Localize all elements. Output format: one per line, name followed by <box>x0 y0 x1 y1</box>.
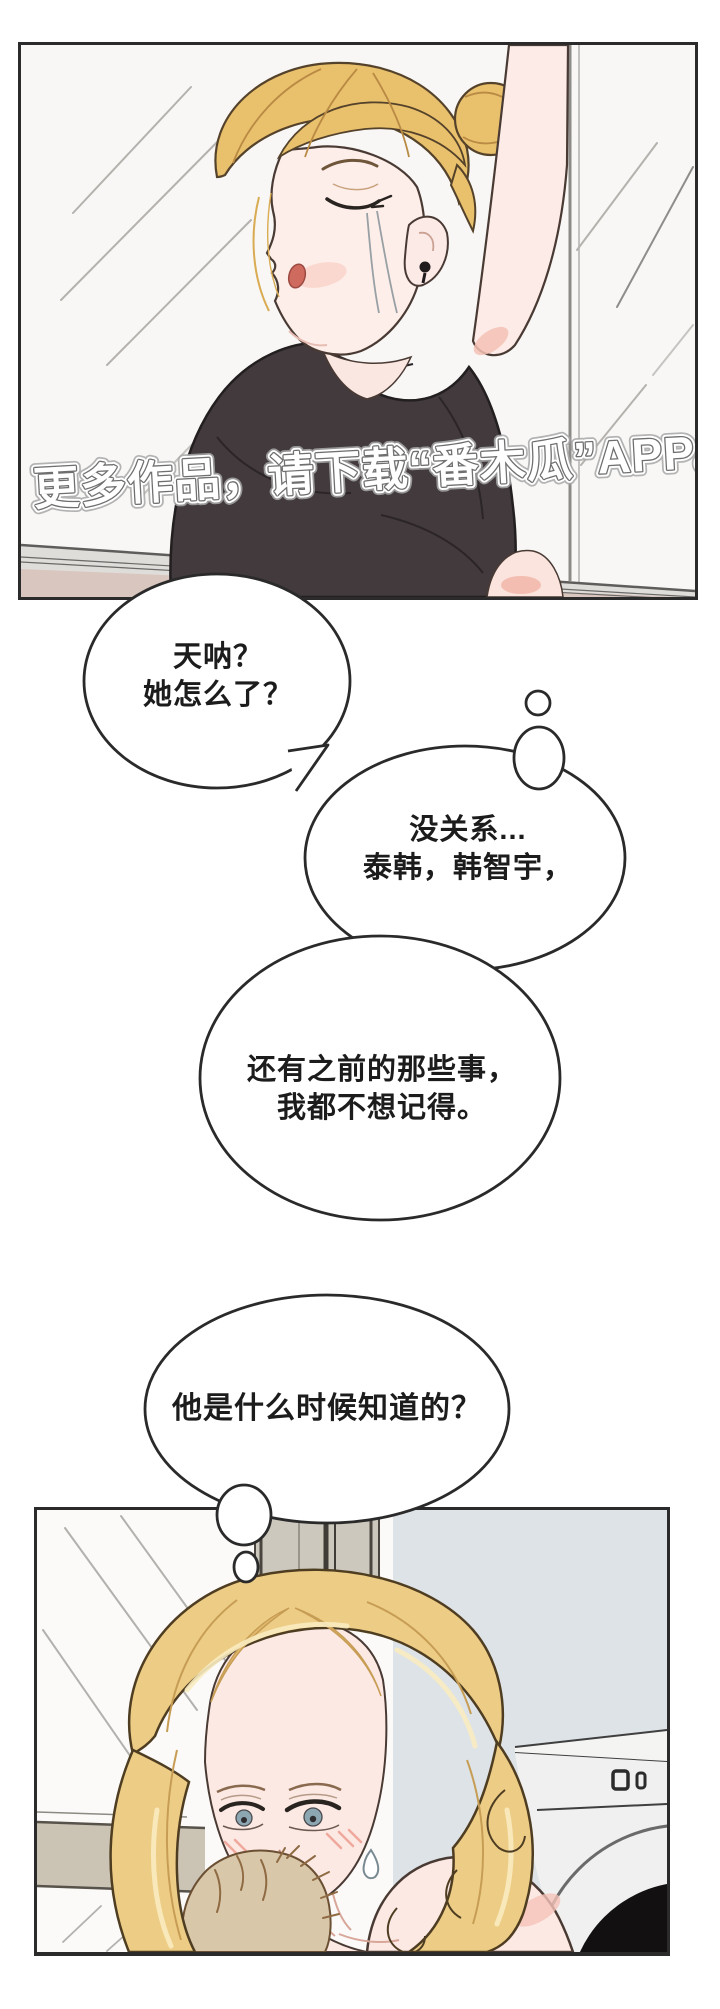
closed-eye <box>325 197 381 210</box>
thought-trail-circle-small <box>524 689 552 717</box>
thought-bubble-1-text: 没关系... 泰韩，韩智宇， <box>363 811 573 887</box>
sweat-drop <box>362 1848 380 1880</box>
bubble-line: 天呐？ <box>172 641 264 673</box>
left-eye <box>219 1794 265 1831</box>
neck <box>321 349 413 400</box>
woman-looking-down-figure <box>109 1568 575 1952</box>
panel-top-artwork: 更多作品，请下载“番木瓜”APP。 更多作品，请下载“番木瓜”APP。 更多作品… <box>21 45 695 597</box>
eyelid-crease <box>332 183 379 191</box>
speech-bubble-text: 天呐？ 她怎么了？ <box>143 638 293 714</box>
eyebrow <box>321 158 379 171</box>
bubble-line: 我都不想记得。 <box>276 1092 488 1124</box>
underarm-blush <box>473 326 509 356</box>
speech-bubble-tail-fill <box>288 745 328 791</box>
panel-bottom-artwork <box>37 1510 667 1952</box>
tear-streaks <box>366 210 398 314</box>
earring-drop <box>421 272 427 284</box>
washer-door-glass <box>579 1884 667 1952</box>
fur-item <box>181 1845 340 1952</box>
earring <box>419 261 431 273</box>
long-wavy-hair <box>109 1568 534 1952</box>
raised-arm <box>471 45 570 357</box>
thought-bubble-2-text: 还有之前的那些事， 我都不想记得。 <box>247 1051 517 1127</box>
comic-panel-bottom <box>34 1507 670 1956</box>
bubble-line: 泰韩，韩智宇， <box>362 852 574 884</box>
hair-strands <box>232 68 518 164</box>
black-tshirt <box>169 341 517 597</box>
loose-strand <box>252 192 280 312</box>
ear <box>403 215 449 287</box>
thought-bubble-3-text: 他是什么时候知道的？ <box>172 1390 482 1428</box>
hair-strand-lines <box>166 1599 485 1941</box>
speech-bubble-tail <box>287 743 330 792</box>
collarbone <box>338 1933 400 1943</box>
glass-reflection-lines <box>60 86 694 498</box>
bubble-line: 她怎么了？ <box>142 679 294 711</box>
blush-strokes <box>223 1828 363 1856</box>
fur-strokes <box>214 1845 340 1919</box>
woman-stretching-figure <box>169 45 570 597</box>
hair-highlights <box>151 1621 514 1949</box>
washer-button-1 <box>611 1769 630 1791</box>
chest-blush <box>501 576 541 594</box>
open-mouth <box>287 263 307 289</box>
bubble-line: 还有之前的那些事， <box>246 1054 518 1086</box>
bubble-line: 他是什么时候知道的？ <box>172 1392 482 1425</box>
comic-panel-top: 更多作品，请下载“番木瓜”APP。 更多作品，请下载“番木瓜”APP。 更多作品… <box>18 42 698 600</box>
right-eyebrow <box>288 1782 342 1792</box>
eyelashes <box>370 194 393 209</box>
bubble-line: 没关系... <box>409 814 527 846</box>
thought-trail-circle-large <box>512 725 566 791</box>
chin-shadow <box>288 330 328 347</box>
hair-curls <box>387 1789 526 1952</box>
right-eye <box>284 1793 342 1832</box>
window-frame-vertical <box>568 45 580 582</box>
shoulder-blush <box>513 1893 561 1927</box>
washer-button-2 <box>635 1771 647 1790</box>
left-eyebrow <box>216 1784 266 1794</box>
ear-inner <box>418 231 435 252</box>
cheek-blush <box>295 262 347 288</box>
